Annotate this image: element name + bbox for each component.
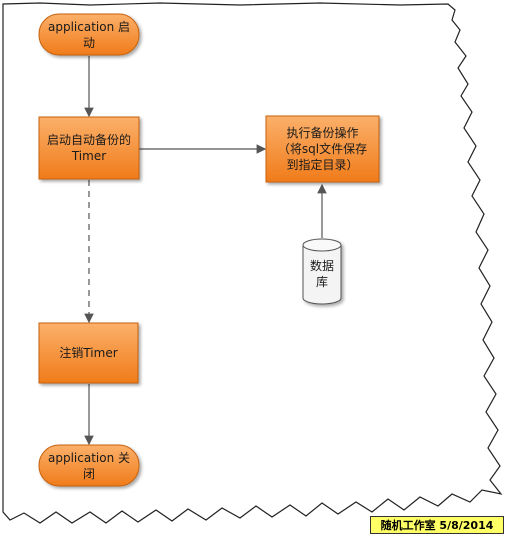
node-start-label: application 启 动	[47, 19, 130, 50]
node-start	[38, 13, 140, 56]
node-database	[302, 238, 342, 305]
node-end-label: application 关 闭	[47, 450, 130, 481]
node-end	[38, 444, 140, 487]
node-timer-label: 启动自动备份的 Timer	[46, 133, 131, 163]
node-backup-label: 执行备份操作 （将sql文件保存 到指定目录）	[277, 126, 368, 172]
node-database-label: 数据 库	[309, 259, 334, 289]
watermark-label: 随机工作室 5/8/2014	[370, 516, 504, 534]
node-cancel-label: 注销Timer	[59, 346, 118, 360]
node-cancel	[38, 322, 139, 384]
node-timer	[38, 116, 140, 180]
node-backup	[265, 115, 380, 183]
